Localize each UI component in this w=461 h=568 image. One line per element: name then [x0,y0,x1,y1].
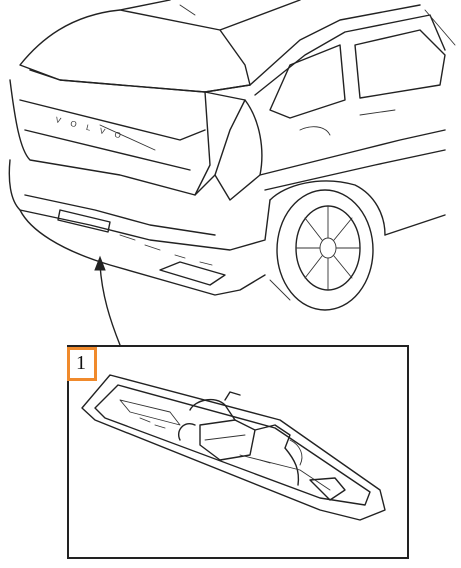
callout-number-1: 1 [76,352,86,374]
tailgate-handle-part [81,374,386,521]
detail-inset-frame [67,345,409,559]
leader-arrow [94,255,121,346]
callout-box-1 [67,347,97,381]
car-body [8,0,456,311]
